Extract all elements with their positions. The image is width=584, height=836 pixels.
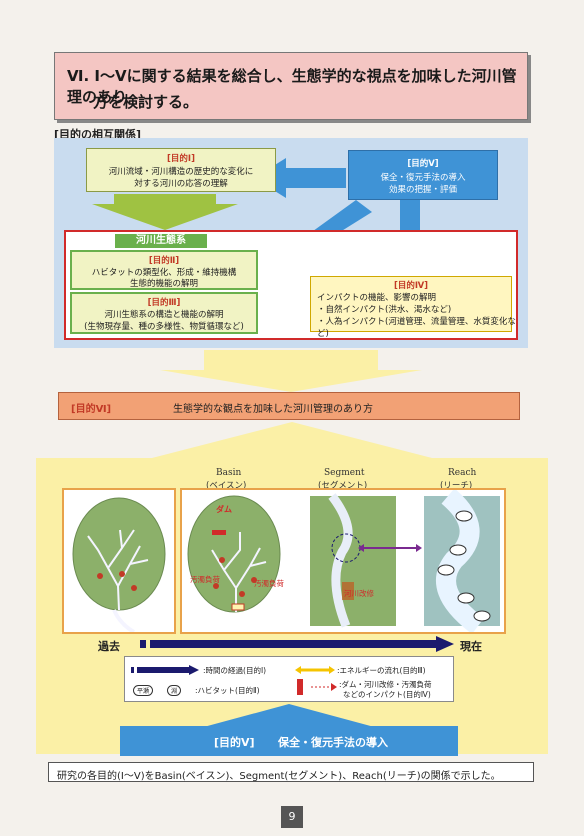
objective-6-text: 生態学的な観点を加味した河川管理のあり方 xyxy=(173,404,373,415)
figure-caption: 研究の各目的(Ⅰ～Ⅴ)をBasin(ベイスン)、Segment(セグメント)、R… xyxy=(48,762,534,782)
legend-energy-text: :エネルギーの流れ(目的Ⅲ) xyxy=(337,666,426,675)
objective-6-title: [目的Ⅵ] xyxy=(71,404,112,415)
section-title-line2: 方を検討する。 xyxy=(93,93,199,111)
reach-label-jp: (リーチ) xyxy=(440,481,473,491)
objective-2-box: [目的Ⅱ] ハビタットの類型化、形成・維持機構 生態的機能の解明 xyxy=(70,250,258,290)
legend-box: :時間の経過(目的Ⅰ) :エネルギーの流れ(目的Ⅲ) 平瀬 淵 :ハビタット(目… xyxy=(124,656,454,702)
legend-impact-icon xyxy=(297,679,337,695)
dam-marker xyxy=(212,530,226,535)
timeline-arrow xyxy=(140,636,454,652)
objective-5-line1: 保全・復元手法の導入 xyxy=(380,173,466,183)
legend-habitat-b: 淵 xyxy=(167,685,182,696)
blue-arrow-left-1 xyxy=(254,158,346,198)
bottom-title: [目的Ⅴ] xyxy=(214,736,255,749)
objective-3-line2: (生物現存量、種の多様性、物質循環など) xyxy=(84,322,244,332)
legend-habitat-a: 平瀬 xyxy=(133,685,154,696)
relation-heading: [目的の相互関係] xyxy=(54,128,142,141)
objective-4-box: [目的Ⅳ] インパクトの機能、影響の解明 ・自然インパクト(洪水、渇水など) ・… xyxy=(310,276,516,339)
reach-label: Reach xyxy=(448,468,477,478)
objective-4-line1: インパクトの機能、影響の解明 xyxy=(317,293,437,303)
bottom-text: 保全・復元手法の導入 xyxy=(278,736,388,749)
objective-4-title: [目的Ⅳ] xyxy=(393,281,429,291)
pollution-label-2: 汚濁負荷 xyxy=(254,579,284,588)
objective-5-line2: 効果の把握・評価 xyxy=(388,185,457,195)
objective-4-line2: ・自然インパクト(洪水、渇水など) xyxy=(317,305,452,315)
dam-label: ダム xyxy=(216,505,232,514)
basin-label-jp: (ベイスン) xyxy=(206,481,247,491)
present-scales-frame xyxy=(180,488,506,634)
objective-3-box: [目的Ⅲ] 河川生態系の構造と機能の解明 (生物現存量、種の多様性、物質循環など… xyxy=(70,292,258,334)
river-ecosystem-label: 河川生態系 xyxy=(115,234,207,248)
section-title-box: Ⅵ. Ⅰ～Ⅴに関する結果を総合し、生態学的な視点を加味した河川管理のあり 方を検… xyxy=(54,52,528,120)
legend-energy-arrow xyxy=(295,666,335,674)
objective-2-line2: 生態的機能の解明 xyxy=(129,279,198,289)
objective-1-line2: 対する河川の応答の理解 xyxy=(134,179,228,189)
present-scales-maps xyxy=(187,488,500,634)
objective-5-bottom-bar: [目的Ⅴ] 保全・復元手法の導入 xyxy=(120,726,458,756)
objective-2-line1: ハビタットの類型化、形成・維持機構 xyxy=(91,268,237,278)
river-modification-label: 河川改修 xyxy=(344,589,374,598)
objective-1-box: [目的Ⅰ] 河川流域・河川構造の歴史的な変化に 対する河川の応答の理解 xyxy=(86,148,276,192)
legend-time-text: :時間の経過(目的Ⅰ) xyxy=(203,666,267,675)
section-title-line1: Ⅵ. Ⅰ～Ⅴに関する結果を総合し、生態学的な視点を加味した河川管理のあり xyxy=(67,67,517,106)
past-basin-frame xyxy=(62,488,176,634)
bottom-arrow-up xyxy=(200,704,378,728)
objective-5-title: [目的Ⅴ] xyxy=(407,159,439,169)
legend-time-arrow xyxy=(131,665,199,675)
objective-5-box: [目的Ⅴ] 保全・復元手法の導入 効果の把握・評価 xyxy=(348,150,498,200)
legend-impact-line1: :ダム・河川改修・汚濁負荷 xyxy=(339,680,432,689)
timeline-past-label: 過去 xyxy=(98,640,120,653)
big-arrow-down xyxy=(160,350,422,392)
big-arrow-up xyxy=(152,422,432,458)
timeline-present-label: 現在 xyxy=(460,640,482,653)
segment-label-jp: (セグメント) xyxy=(318,481,368,491)
page-number: 9 xyxy=(281,806,303,828)
segment-label: Segment xyxy=(324,468,365,478)
past-basin-map xyxy=(72,497,166,634)
objective-2-title: [目的Ⅱ] xyxy=(148,256,180,266)
legend-impact-line2: などのインパクト(目的Ⅳ) xyxy=(343,690,431,699)
objective-1-line1: 河川流域・河川構造の歴史的な変化に xyxy=(108,167,254,177)
basin-label: Basin xyxy=(216,468,242,478)
objective-3-line1: 河川生態系の構造と機能の解明 xyxy=(104,310,224,320)
pollution-label-1: 汚濁負荷 xyxy=(190,575,220,584)
objective-6-bar: [目的Ⅵ] 生態学的な観点を加味した河川管理のあり方 xyxy=(58,392,520,420)
green-arrow-down xyxy=(92,194,238,230)
legend-habitat-text: :ハビタット(目的Ⅱ) xyxy=(195,686,260,695)
objective-1-title: [目的Ⅰ] xyxy=(167,154,195,164)
objective-3-title: [目的Ⅲ] xyxy=(147,298,181,308)
objective-4-line3: ・人為インパクト(河道管理、流量管理、水質変化など) xyxy=(317,317,516,339)
caption-text: 研究の各目的(Ⅰ～Ⅴ)をBasin(ベイスン)、Segment(セグメント)、R… xyxy=(57,771,501,782)
